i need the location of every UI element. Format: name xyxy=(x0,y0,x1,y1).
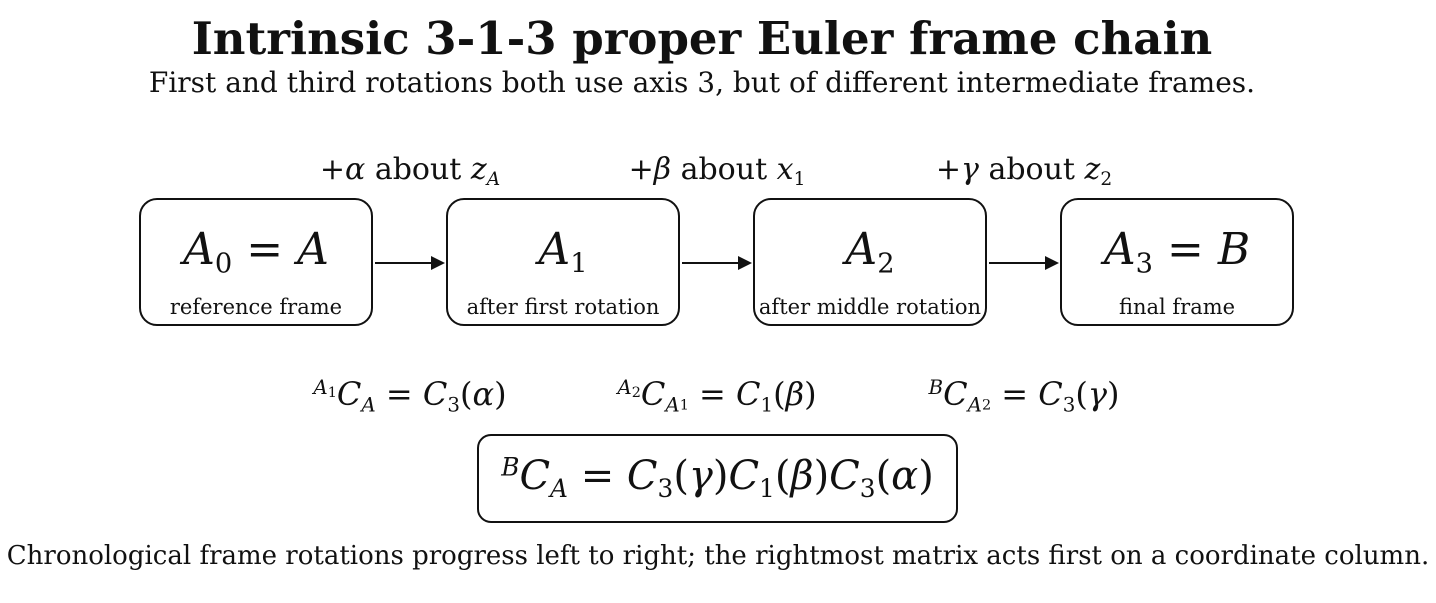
dcm-equation-1: A1CA = C3(α) xyxy=(313,375,507,417)
composite-dcm-box: BCA = C3(γ)C1(β)C3(α) xyxy=(477,434,958,523)
frame-caption: reference frame xyxy=(169,295,343,319)
diagram-title: Intrinsic 3-1-3 proper Euler frame chain xyxy=(191,12,1213,65)
rotation-label-3: +γ about z2 xyxy=(935,152,1113,190)
frame-box-a0: A0 = A reference frame xyxy=(139,198,373,326)
arrow-a1-to-a2 xyxy=(682,256,752,270)
composite-dcm-equation: BCA = C3(γ)C1(β)C3(α) xyxy=(501,452,934,503)
frame-symbol: A2 xyxy=(845,224,895,280)
diagram-subtitle: First and third rotations both use axis … xyxy=(148,66,1256,99)
frame-symbol: A0 = A xyxy=(183,224,329,280)
rotation-label-1: +α about zA xyxy=(319,152,501,190)
footer-note: Chronological frame rotations progress l… xyxy=(6,541,1430,571)
arrow-a2-to-a3 xyxy=(989,256,1059,270)
arrow-a0-to-a1 xyxy=(375,256,445,270)
dcm-equation-3: BCA2 = C3(γ) xyxy=(928,375,1120,417)
frame-symbol: A1 xyxy=(538,224,588,280)
frame-box-a2: A2 after middle rotation xyxy=(753,198,987,326)
rotation-label-2: +β about x1 xyxy=(628,152,806,190)
frame-caption: after first rotation xyxy=(466,295,660,319)
frame-box-a1: A1 after first rotation xyxy=(446,198,680,326)
dcm-equation-2: A2CA1 = C1(β) xyxy=(617,375,817,417)
frame-caption: after middle rotation xyxy=(758,295,982,319)
frame-caption: final frame xyxy=(1118,295,1236,319)
frame-box-a3: A3 = B final frame xyxy=(1060,198,1294,326)
frame-symbol: A3 = B xyxy=(1103,224,1251,280)
